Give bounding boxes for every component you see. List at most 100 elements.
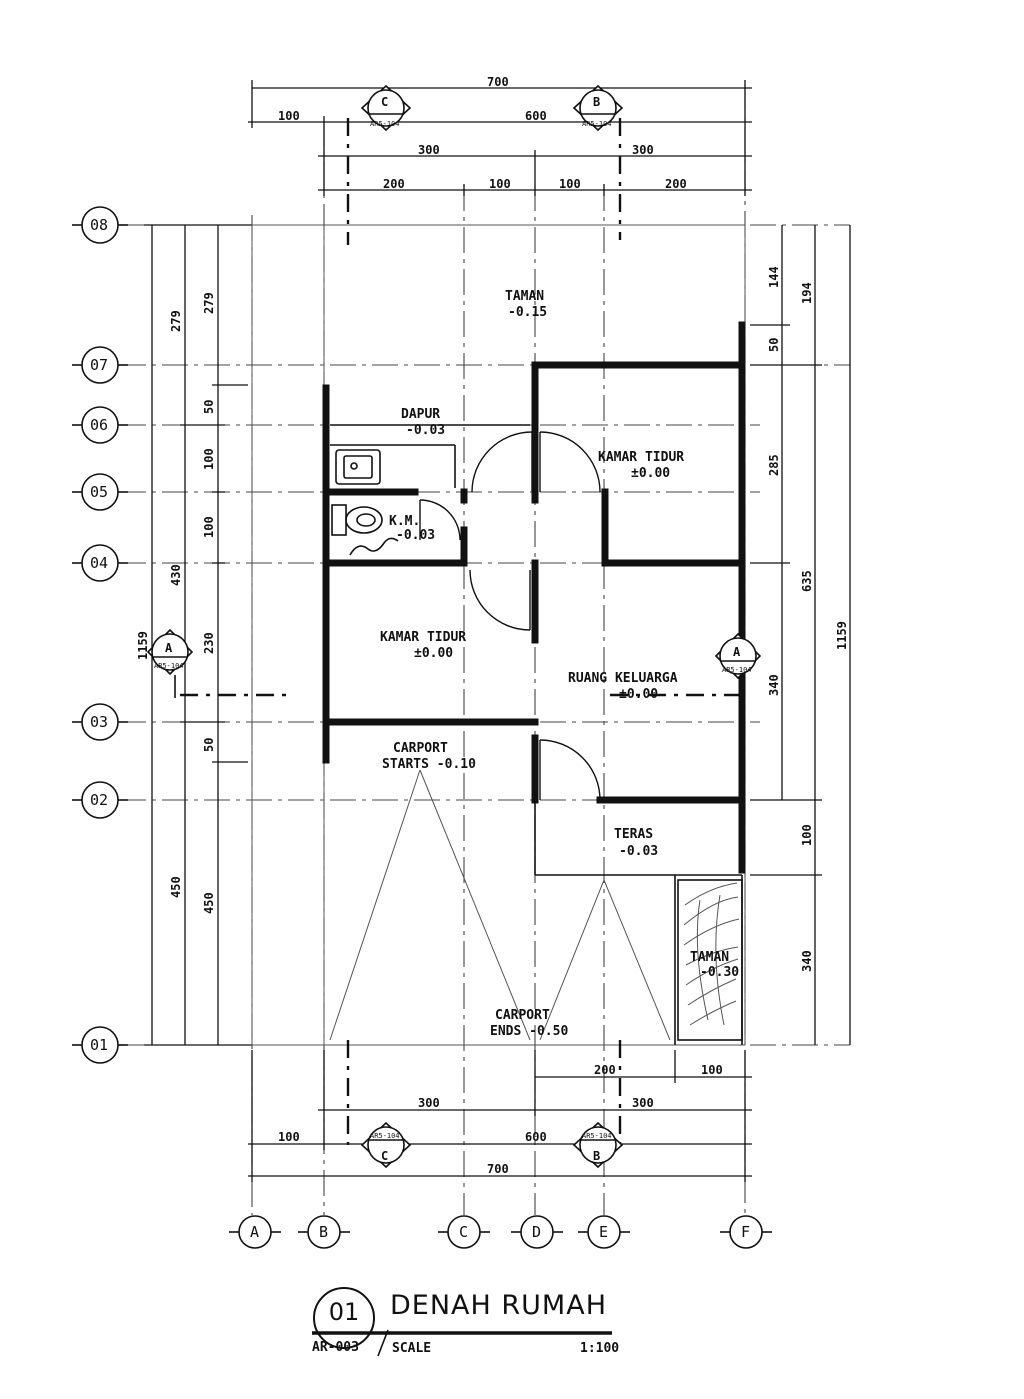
grid-row-01: 01 <box>72 1026 128 1064</box>
svg-text:04: 04 <box>90 554 108 572</box>
dim-left-50a: 50 <box>202 400 216 414</box>
svg-text:03: 03 <box>90 713 108 731</box>
dim-top-total: 700 <box>487 75 509 89</box>
dim-right-1159: 1159 <box>835 621 849 650</box>
sink-icon <box>335 449 381 485</box>
section-marker-b-bottom: AR5-104 B <box>572 1121 624 1169</box>
section-marker-b-top: B AR5-104 <box>572 84 624 132</box>
dim-right-340: 340 <box>767 674 781 696</box>
svg-text:C: C <box>459 1223 468 1241</box>
dim-right-144: 144 <box>767 266 781 288</box>
room-taman-top-level: -0.15 <box>508 305 547 320</box>
grid-row-07: 07 <box>72 346 128 384</box>
dim-bot-600: 600 <box>525 1130 547 1144</box>
room-ruang-keluarga-level: ±0.00 <box>619 687 658 702</box>
grid-row-06: 06 <box>72 406 128 444</box>
room-carport-start-level: STARTS -0.10 <box>382 757 476 772</box>
section-marker-a-left: A AR5-104 <box>146 628 194 676</box>
svg-text:A: A <box>250 1223 259 1241</box>
svg-text:01: 01 <box>90 1036 108 1054</box>
grid-col-a: A <box>229 1215 281 1249</box>
svg-text:07: 07 <box>90 356 108 374</box>
grid-row-02: 02 <box>72 781 128 819</box>
dim-left-450b: 450 <box>202 892 216 914</box>
svg-text:AR5-104: AR5-104 <box>370 120 400 128</box>
room-taman-top-name: TAMAN <box>505 289 544 304</box>
svg-text:08: 08 <box>90 216 108 234</box>
dim-top-100: 100 <box>278 109 300 123</box>
room-taman-side-name: TAMAN <box>690 950 729 965</box>
svg-text:06: 06 <box>90 416 108 434</box>
dim-top-200a: 200 <box>383 177 405 191</box>
room-carport-end-level: ENDS -0.50 <box>490 1024 568 1039</box>
scale-label: SCALE <box>392 1341 432 1356</box>
dimensions-top: 700 100 600 300 300 200 100 100 200 <box>248 75 752 196</box>
dim-left-50b: 50 <box>202 738 216 752</box>
grid-col-c: C <box>438 1215 490 1249</box>
dim-left-279-outer: 279 <box>169 310 183 332</box>
dim-left-230: 230 <box>202 632 216 654</box>
svg-text:F: F <box>741 1223 750 1241</box>
grid-row-03: 03 <box>72 703 128 741</box>
thin-walls <box>330 424 743 1045</box>
dim-left-450a: 450 <box>169 876 183 898</box>
sheet-number: AR-003 <box>312 1340 359 1355</box>
section-marker-c-top: C AR5-104 <box>360 84 412 132</box>
dim-bot-300b: 300 <box>632 1096 654 1110</box>
grid-col-b: B <box>298 1215 350 1249</box>
svg-text:05: 05 <box>90 483 108 501</box>
dim-right-635: 635 <box>800 570 814 592</box>
dimensions-right: 144 194 50 285 635 340 1159 100 340 <box>750 225 851 1045</box>
dim-right-285: 285 <box>767 454 781 476</box>
room-carport-start-name: CARPORT <box>393 741 448 756</box>
drawing-title: DENAH RUMAH <box>390 1290 607 1321</box>
section-marker-c-bottom: AR5-104 C <box>360 1121 412 1169</box>
garden-hatch-icon <box>683 882 740 1026</box>
dim-bot-100b: 100 <box>278 1130 300 1144</box>
grid-col-d: D <box>511 1215 563 1249</box>
walls <box>322 321 746 874</box>
floor-drain-icon <box>349 537 399 556</box>
grid-column-bubbles: A B C D E F <box>229 1215 772 1249</box>
svg-text:02: 02 <box>90 791 108 809</box>
dim-bot-200: 200 <box>594 1063 616 1077</box>
dim-left-279-inner: 279 <box>202 292 216 314</box>
svg-text:A: A <box>165 641 173 655</box>
dim-left-100a: 100 <box>202 448 216 470</box>
svg-text:E: E <box>599 1223 608 1241</box>
section-lines <box>174 118 745 1145</box>
dim-bot-100a: 100 <box>701 1063 723 1077</box>
dim-top-300b: 300 <box>632 143 654 157</box>
dim-left-100b: 100 <box>202 516 216 538</box>
grid-row-08: 08 <box>72 206 128 244</box>
svg-text:AR5-104: AR5-104 <box>370 1132 400 1140</box>
room-taman-side-level: -0.30 <box>700 965 739 980</box>
grid-col-f: F <box>720 1215 772 1249</box>
dimensions-bottom: 200 100 300 300 100 600 700 <box>248 1050 752 1182</box>
room-kamar-tidur-1-level: ±0.00 <box>631 466 670 481</box>
svg-text:B: B <box>319 1223 328 1241</box>
room-ruang-keluarga-name: RUANG KELUARGA <box>568 671 678 686</box>
title-block-graphics <box>312 1287 612 1357</box>
svg-text:D: D <box>532 1223 541 1241</box>
section-marker-a-right: A AR5-104 <box>714 632 762 680</box>
svg-text:AR5-104: AR5-104 <box>582 1132 612 1140</box>
svg-text:AR5-104: AR5-104 <box>722 666 752 674</box>
dim-top-100b: 100 <box>559 177 581 191</box>
svg-text:AR5-104: AR5-104 <box>154 662 184 670</box>
carport-lines <box>329 769 671 1041</box>
room-km-level: -0.03 <box>396 528 435 543</box>
toilet-icon <box>331 504 347 536</box>
grid-row-bubbles: 08 07 06 05 04 03 02 01 <box>72 206 128 1064</box>
room-dapur-level: -0.03 <box>406 423 445 438</box>
svg-text:A: A <box>733 645 741 659</box>
dim-left-430: 430 <box>169 564 183 586</box>
svg-text:B: B <box>593 95 600 109</box>
grid-row-05: 05 <box>72 473 128 511</box>
dim-right-340b: 340 <box>800 950 814 972</box>
grid-col-e: E <box>578 1215 630 1249</box>
room-labels: TAMAN -0.15 DAPUR -0.03 KAMAR TIDUR ±0.0… <box>380 289 739 1039</box>
dim-top-600: 600 <box>525 109 547 123</box>
room-kamar-tidur-2-level: ±0.00 <box>414 646 453 661</box>
dim-left-1159: 1159 <box>136 631 150 660</box>
